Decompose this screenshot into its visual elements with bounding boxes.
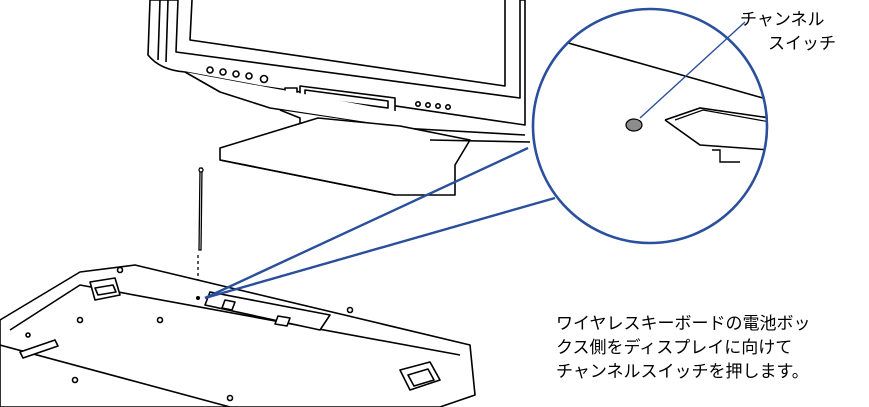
magnified-view	[533, 9, 767, 243]
channel-switch-label: チャンネル スイッチ	[740, 8, 836, 56]
instruction-text: ワイヤレスキーボードの電池ボッ クス側をディスプレイに向けて チャンネルスイッチ…	[556, 312, 811, 384]
keyboard	[0, 264, 476, 407]
channel-switch-label-line1: チャンネル	[740, 10, 825, 30]
instruction-line-2: クス側をディスプレイに向けて	[556, 338, 793, 358]
channel-switch-point	[196, 296, 200, 300]
stylus-pen	[197, 167, 204, 296]
channel-switch-button	[625, 118, 643, 132]
instruction-line-1: ワイヤレスキーボードの電池ボッ	[556, 314, 811, 334]
callout-leader	[204, 146, 556, 300]
channel-switch-label-line2: スイッチ	[768, 34, 836, 54]
monitor	[147, 0, 531, 196]
label-leader-line	[639, 21, 746, 119]
instruction-line-3: チャンネルスイッチを押します。	[556, 362, 809, 382]
magnified-circle-border	[531, 7, 769, 245]
